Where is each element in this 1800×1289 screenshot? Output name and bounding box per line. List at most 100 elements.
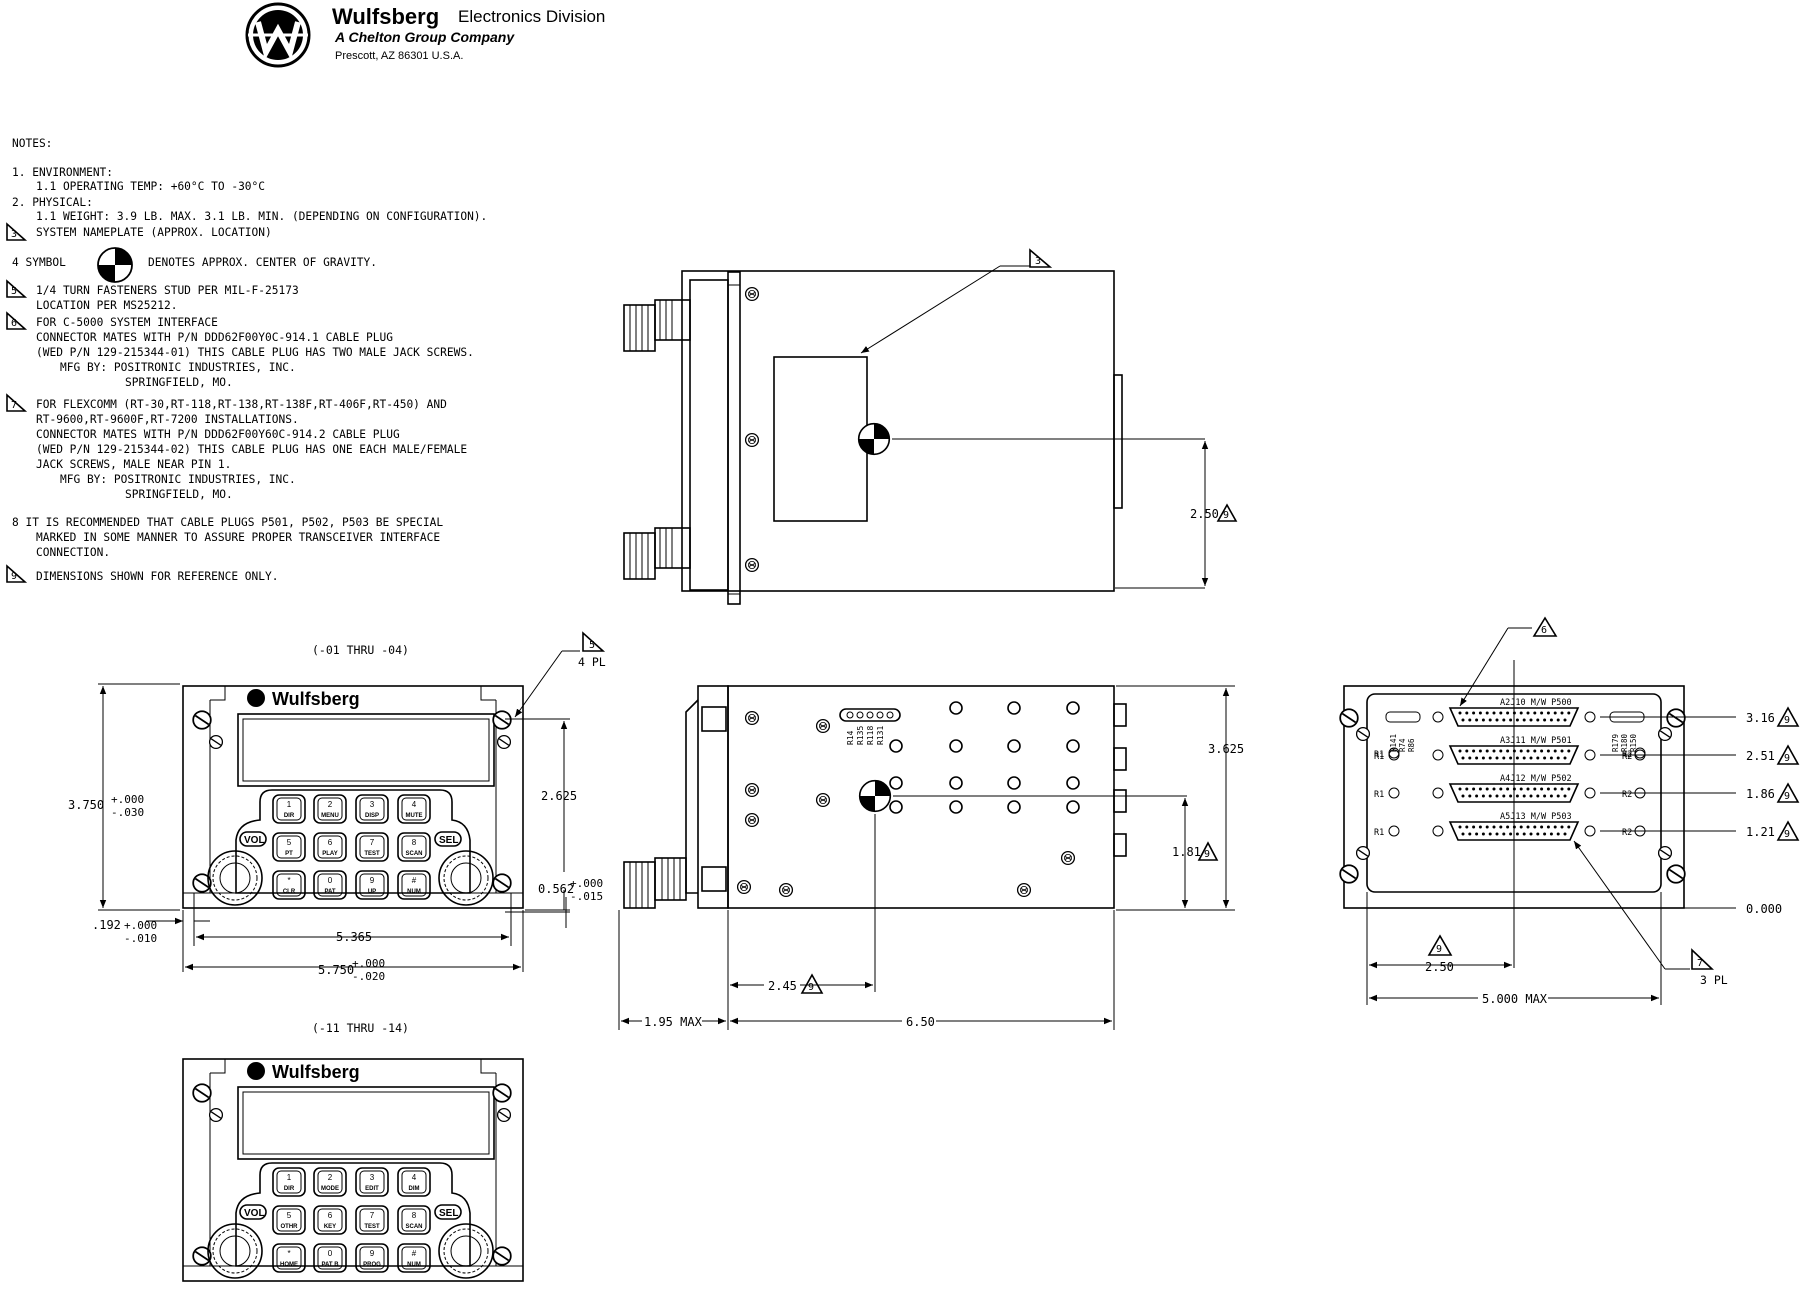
screw-icon xyxy=(744,432,760,448)
key-label: EDIT xyxy=(365,1186,379,1192)
key-label: MODE xyxy=(321,1186,339,1192)
svg-text:-.030: -.030 xyxy=(111,806,144,819)
key-digit: 1 xyxy=(287,1173,292,1182)
note-3: SYSTEM NAMEPLATE (APPROX. LOCATION) xyxy=(36,226,272,239)
select-knob[interactable] xyxy=(438,850,494,906)
note-triangle-6: 6 xyxy=(6,311,28,330)
note-4-symbol-label: 4 SYMBOL xyxy=(12,256,66,269)
screw-icon xyxy=(744,286,760,302)
key-label: PROG xyxy=(363,1262,381,1268)
note-7-g: SPRINGFIELD, MO. xyxy=(125,488,233,501)
key-label: DIR xyxy=(284,1186,295,1192)
keypad-key[interactable]: *HOME xyxy=(272,1243,306,1273)
display-window xyxy=(237,713,495,787)
svg-text:R86: R86 xyxy=(1407,738,1416,752)
key-label: PT xyxy=(285,851,293,857)
screw-icon xyxy=(492,1083,512,1103)
note-9-triangle-label: 9 xyxy=(1784,715,1790,726)
key-label: PAT B xyxy=(321,1262,339,1268)
keypad-key[interactable]: 5PT xyxy=(272,832,306,862)
knob-lower-top-view xyxy=(623,527,691,580)
key-digit: # xyxy=(412,1249,417,1258)
key-digit: 3 xyxy=(370,800,375,809)
key-label: UP xyxy=(368,889,376,895)
r1-label: R1 xyxy=(1374,752,1384,762)
r2-label: R2 xyxy=(1622,752,1632,762)
key-label: DIM xyxy=(409,1186,420,1192)
connector-label: A2J10 M/W P500 xyxy=(1500,698,1572,708)
keypad-key[interactable]: *CLR xyxy=(272,870,306,900)
keypad-key[interactable]: #NUM xyxy=(397,870,431,900)
center-of-gravity-icon xyxy=(858,779,892,813)
note-9-triangle-label: 9 xyxy=(1784,829,1790,840)
dim-3-625: 3.625 xyxy=(1208,742,1244,756)
notes-block: NOTES: 1. ENVIRONMENT: 1.1 OPERATING TEM… xyxy=(6,137,487,583)
company-header: Wulfsberg Electronics Division A Chelton… xyxy=(245,2,605,68)
note-5-b: LOCATION PER MS25212. xyxy=(36,299,177,312)
keypad-key[interactable]: 9UP xyxy=(355,870,389,900)
key-digit: # xyxy=(412,876,417,885)
knob-upper-top-view xyxy=(623,299,691,352)
r1-label: R1 xyxy=(1374,750,1384,760)
vent-holes xyxy=(889,701,1080,814)
svg-text:9: 9 xyxy=(11,571,17,582)
volume-knob[interactable] xyxy=(207,850,263,906)
screw-icon xyxy=(1666,708,1686,728)
screw-icon xyxy=(492,710,512,730)
key-label: PLAY xyxy=(322,851,337,857)
caption-lower: (-11 THRU -14) xyxy=(312,1021,409,1035)
svg-text:9: 9 xyxy=(1223,510,1229,521)
key-label: DIR xyxy=(284,813,295,819)
dim-192: .192 xyxy=(92,918,121,932)
note-2-1: 1.1 WEIGHT: 3.9 LB. MAX. 3.1 LB. MIN. (D… xyxy=(36,210,487,223)
resistor-label: R14 xyxy=(846,730,855,745)
screw-icon xyxy=(744,710,760,726)
svg-text:+.000: +.000 xyxy=(352,957,385,970)
note-triangle-7: 7 xyxy=(6,393,28,412)
screw-icon xyxy=(778,882,794,898)
note-9-triangle-label: 9 xyxy=(1784,791,1790,802)
screw-icon xyxy=(1339,864,1359,884)
svg-text:9: 9 xyxy=(1204,849,1210,860)
select-knob[interactable] xyxy=(438,1223,494,1279)
note-1-1: 1.1 OPERATING TEMP: +60°C TO -30°C xyxy=(36,180,265,193)
key-digit: 4 xyxy=(412,1173,417,1182)
screw-icon xyxy=(736,879,752,895)
key-digit: 6 xyxy=(328,1211,333,1220)
keypad-key[interactable]: #NUM xyxy=(397,1243,431,1273)
screw-icon xyxy=(1060,850,1076,866)
svg-text:5: 5 xyxy=(589,640,595,651)
sel-label: SEL xyxy=(439,835,458,846)
screw-icon xyxy=(744,812,760,828)
volume-knob[interactable] xyxy=(207,1223,263,1279)
svg-text:9: 9 xyxy=(1436,944,1442,955)
key-digit: 8 xyxy=(412,1211,417,1220)
key-label: SCAN xyxy=(405,1224,422,1230)
svg-text:7: 7 xyxy=(11,400,17,411)
svg-text:+.000: +.000 xyxy=(570,877,603,890)
note-5-a: 1/4 TURN FASTENERS STUD PER MIL-F-25173 xyxy=(36,284,299,297)
notes-title: NOTES: xyxy=(12,137,52,150)
note-7-c: CONNECTOR MATES WITH P/N DDD62F00Y60C-91… xyxy=(36,428,400,441)
caption-upper: (-01 THRU -04) xyxy=(312,643,409,657)
note-2: 2. PHYSICAL: xyxy=(12,196,93,209)
